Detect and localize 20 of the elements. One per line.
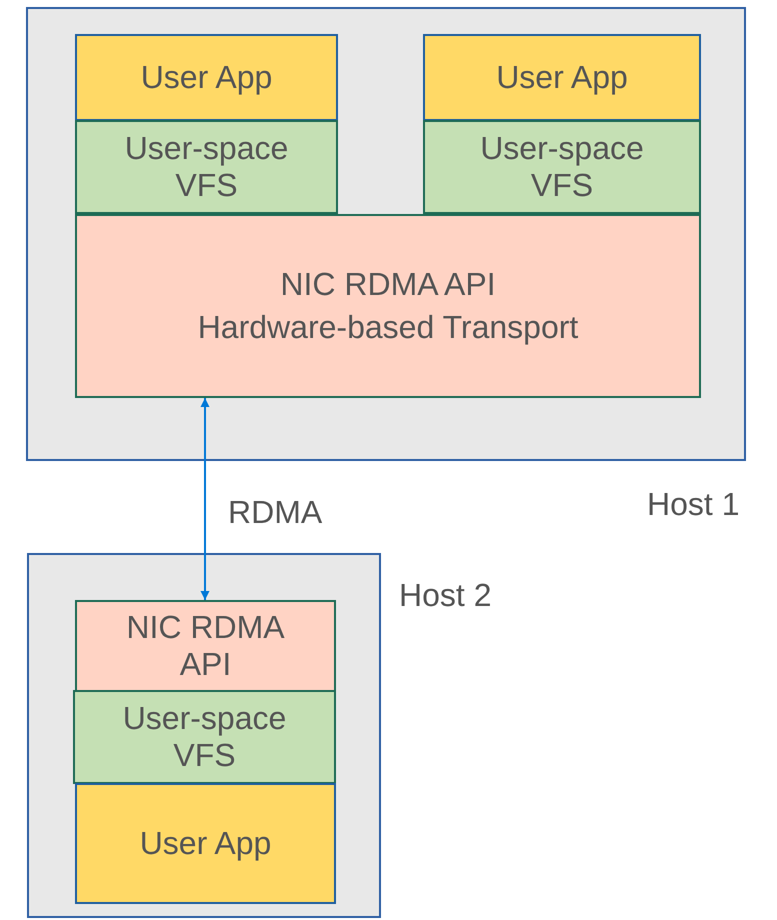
nic-layer-box: [75, 214, 701, 398]
app-layer-box: [75, 34, 338, 121]
connector-arrow: [200, 398, 210, 600]
app-layer-box: [423, 34, 701, 121]
host-label: Host 1: [647, 486, 740, 523]
layer-label: Hardware-based Transport: [198, 309, 578, 346]
app-layer-box: [75, 783, 336, 904]
layer-label: User-space VFS: [124, 130, 290, 204]
layer-label: NIC RDMA API: [280, 266, 496, 303]
layer-label: User App: [496, 59, 628, 96]
layer-label: User App: [140, 59, 272, 96]
vfs-layer-box: [423, 120, 701, 214]
layer-label: NIC RDMA API: [125, 609, 286, 683]
layer-label: User-space VFS: [479, 130, 645, 204]
host-label: Host 2: [399, 577, 492, 614]
nic-layer-box: [75, 600, 336, 692]
layer-label: User App: [140, 825, 272, 862]
vfs-layer-box: [73, 690, 336, 784]
vfs-layer-box: [75, 120, 338, 214]
layer-label: User-space VFS: [122, 700, 288, 774]
